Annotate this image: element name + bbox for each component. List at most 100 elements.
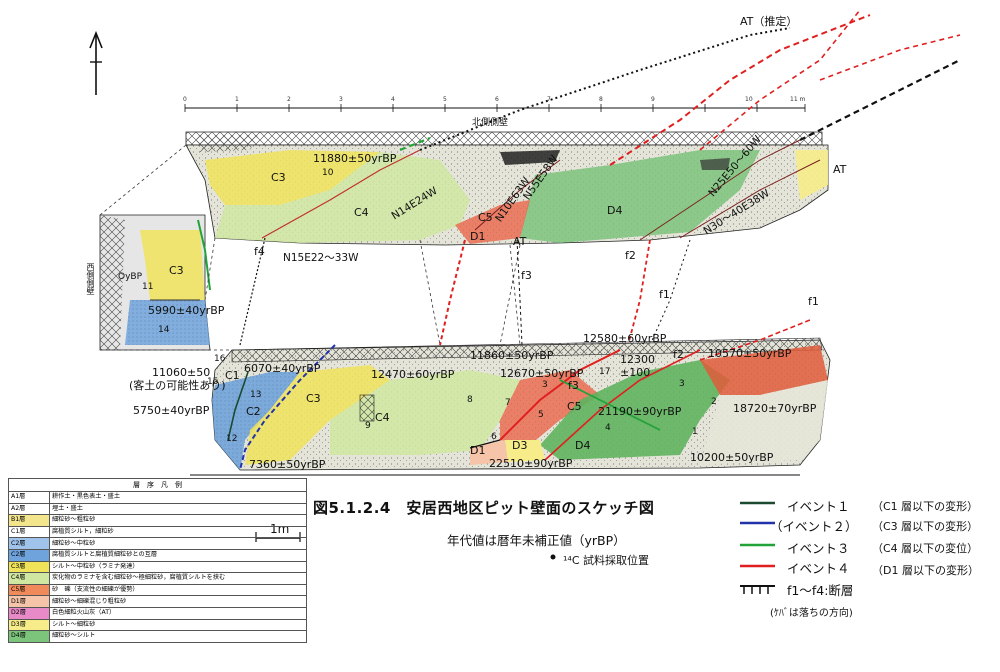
layer-label: C4 <box>375 411 390 424</box>
layer-number: 15 <box>207 377 219 387</box>
tick-label: 5 <box>443 96 447 103</box>
legend-desc: 細粒砂～シルト <box>49 630 307 643</box>
legend-row: D3層シルト～細粒砂 <box>8 618 307 632</box>
fault-legend-label: f1～f4:断層 <box>787 583 854 598</box>
age-label: 5990±40yrBP <box>148 304 225 317</box>
sample-point-icon <box>550 554 556 560</box>
event-label: イベント３ <box>787 541 850 556</box>
event-label: （イベント２） <box>770 519 858 534</box>
figure-title: 図5.1.2.4 安居西地区ピット壁面のスケッチ図 <box>313 499 655 517</box>
legend-row: C2層腐植質シルトと腐植質細粒砂との互層 <box>8 548 307 562</box>
legend-swatch: C3層 <box>8 560 50 574</box>
fault-label: f1 <box>659 288 670 301</box>
fault-label: f2 <box>673 348 684 361</box>
legend-heading: 層 序 凡 例 <box>8 478 307 492</box>
age-label: 10570±50yrBP <box>708 347 792 360</box>
layer-label: C3 <box>271 171 286 184</box>
legend-swatch: D4層 <box>8 630 50 643</box>
layer-label: D3 <box>512 439 528 452</box>
legend-row: D2層白色細粒火山灰（AT） <box>8 606 307 620</box>
age-label: 10200±50yrBP <box>690 451 774 464</box>
layer-number: 9 <box>365 421 371 431</box>
age-label: 5750±40yrBP <box>133 404 210 417</box>
layer-label: C4 <box>354 206 369 219</box>
layer-number: 12 <box>226 434 238 444</box>
legend-desc: シルト～中粒砂（ラミナ発達） <box>49 560 307 574</box>
legend-row: C4層炭化物のラミナを含む細粒砂～極細粒砂，腐植質シルトを挟む <box>8 572 307 585</box>
tick-label: 0 <box>183 96 187 103</box>
fault-label: f2 <box>625 249 636 262</box>
layer-label: D1 <box>470 444 486 457</box>
fault-lines <box>239 237 691 346</box>
west-wall-panel <box>99 214 211 351</box>
age-label: 12670±50yrBP <box>500 367 584 380</box>
layer-number: 13 <box>250 390 262 400</box>
legend-desc: 腐植質シルト，細粒砂 <box>49 525 307 539</box>
legend-row: C5層砂 礫（支流性の細礫が優勢） <box>8 583 307 597</box>
age-label: 11060±50 <box>152 366 211 379</box>
layer-label: C1 <box>225 369 240 382</box>
legend-row: D1層細粒砂～細礫混じり粗粒砂 <box>8 595 307 608</box>
legend-swatch: A1層 <box>8 491 50 504</box>
sample-note: ¹⁴C 試料採取位置 <box>563 554 649 567</box>
tick-label: 8 <box>599 96 603 103</box>
legend-swatch: C5層 <box>8 583 50 597</box>
age-label: 22510±90yrBP <box>489 457 573 470</box>
layer-number: 3 <box>542 380 548 390</box>
tick-label: 9 <box>651 96 655 103</box>
age-label: 21190±90yrBP <box>598 405 682 418</box>
legend-desc: 細粒砂～細礫混じり粗粒砂 <box>49 595 307 608</box>
tick-label: 7 <box>547 96 551 103</box>
legend-row: B1層細粒砂～粗粒砂 <box>8 514 307 527</box>
layer-number: 6 <box>491 432 497 442</box>
layer-label: C3 <box>306 392 321 405</box>
north-wall-label: 北側側壁 <box>472 118 509 128</box>
layer-number: 10 <box>322 168 334 178</box>
legend-desc: 細粒砂～粗粒砂 <box>49 514 307 527</box>
figure-subtitle: 年代値は暦年未補正値（yrBP） <box>447 533 626 548</box>
layer-label: D1 <box>470 230 486 243</box>
layer-number: 3 <box>679 379 685 389</box>
layer-label: C5 <box>478 211 493 224</box>
event-note: （C1 層以下の変形） <box>872 500 979 513</box>
at-estimated-label: AT（推定） <box>740 15 798 28</box>
legend-swatch: D3層 <box>8 618 50 632</box>
layer-number: 4 <box>605 423 611 433</box>
stratigraphy-legend: 層 序 凡 例 A1層耕作土・黒色表土・盛土 A2層埋土・盛土 B1層細粒砂～粗… <box>8 478 307 666</box>
fault-label: f1 <box>808 295 819 308</box>
layer-number: 7 <box>505 398 511 408</box>
tick-label: 10 <box>745 96 753 103</box>
legend-swatch: C4層 <box>8 572 50 585</box>
age-label: 18720±70yrBP <box>733 402 817 415</box>
legend-row: A2層埋土・盛土 <box>8 502 307 516</box>
legend-row: C2層細粒砂～中粒砂 <box>8 537 307 550</box>
legend-swatch: D1層 <box>8 595 50 608</box>
layer-label: C3 <box>169 264 184 277</box>
age-label: 12580±60yrBP <box>583 332 667 345</box>
legend-swatch: C2層 <box>8 537 50 550</box>
layer-number: 8 <box>467 395 473 405</box>
tick-label: 4 <box>391 96 395 103</box>
north-wall-panel <box>185 131 829 246</box>
event-label: イベント４ <box>787 561 850 576</box>
age-label: 11860±50yrBP <box>470 349 554 362</box>
legend-desc: 細粒砂～中粒砂 <box>49 537 307 550</box>
layer-label: AT <box>513 235 527 248</box>
perspective-guides <box>99 144 521 351</box>
layer-label: C2 <box>246 405 261 418</box>
legend-desc: 腐植質シルトと腐植質細粒砂との互層 <box>49 548 307 562</box>
layer-number: 11 <box>142 282 154 292</box>
layer-label: AT <box>833 163 847 176</box>
fault-label: f4 <box>254 245 265 258</box>
fault-label: f3 <box>521 269 532 282</box>
legend-swatch: C1層 <box>8 525 50 539</box>
fault-label: f3 <box>568 379 579 392</box>
event-legend-lines <box>740 501 775 594</box>
upper-scale-ruler <box>184 104 806 112</box>
legend-swatch: C2層 <box>8 548 50 562</box>
layer-label: D4 <box>575 439 591 452</box>
tick-label: 2 <box>287 96 291 103</box>
layer-number: 1 <box>692 427 698 437</box>
event-note: （C4 層以下の変位） <box>872 542 979 555</box>
